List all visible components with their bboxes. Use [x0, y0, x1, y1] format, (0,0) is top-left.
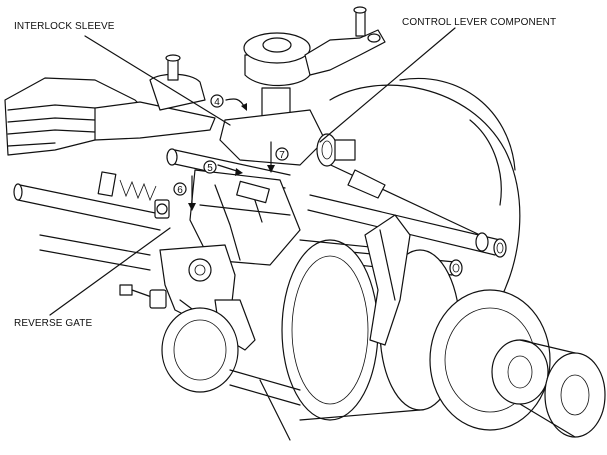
- step-4-callout: 4: [210, 94, 247, 111]
- step-7-callout: 7: [267, 141, 289, 173]
- step-5-callout: 5: [203, 160, 243, 176]
- shift-fork-block: [4, 54, 216, 156]
- spring-detent: [97, 171, 170, 309]
- gear-housing: [329, 78, 521, 301]
- reverse-gate-bracket: [159, 244, 256, 351]
- interlock-sleeve-label: INTERLOCK SLEEVE: [14, 21, 115, 32]
- lower-shaft: [161, 307, 301, 441]
- gears: [281, 214, 606, 438]
- leader-lines: [49, 27, 456, 316]
- step-4-number: 4: [214, 97, 220, 108]
- step-6-callout: 6: [173, 175, 196, 211]
- reverse-gate-label: REVERSE GATE: [14, 318, 92, 329]
- step-5-number: 5: [207, 163, 213, 174]
- interlock-assembly: [189, 169, 301, 266]
- step-7-number: 7: [279, 150, 285, 161]
- control-lever-component-label: CONTROL LEVER COMPONENT: [402, 17, 556, 28]
- step-6-number: 6: [177, 185, 183, 196]
- control-lever: [219, 6, 386, 199]
